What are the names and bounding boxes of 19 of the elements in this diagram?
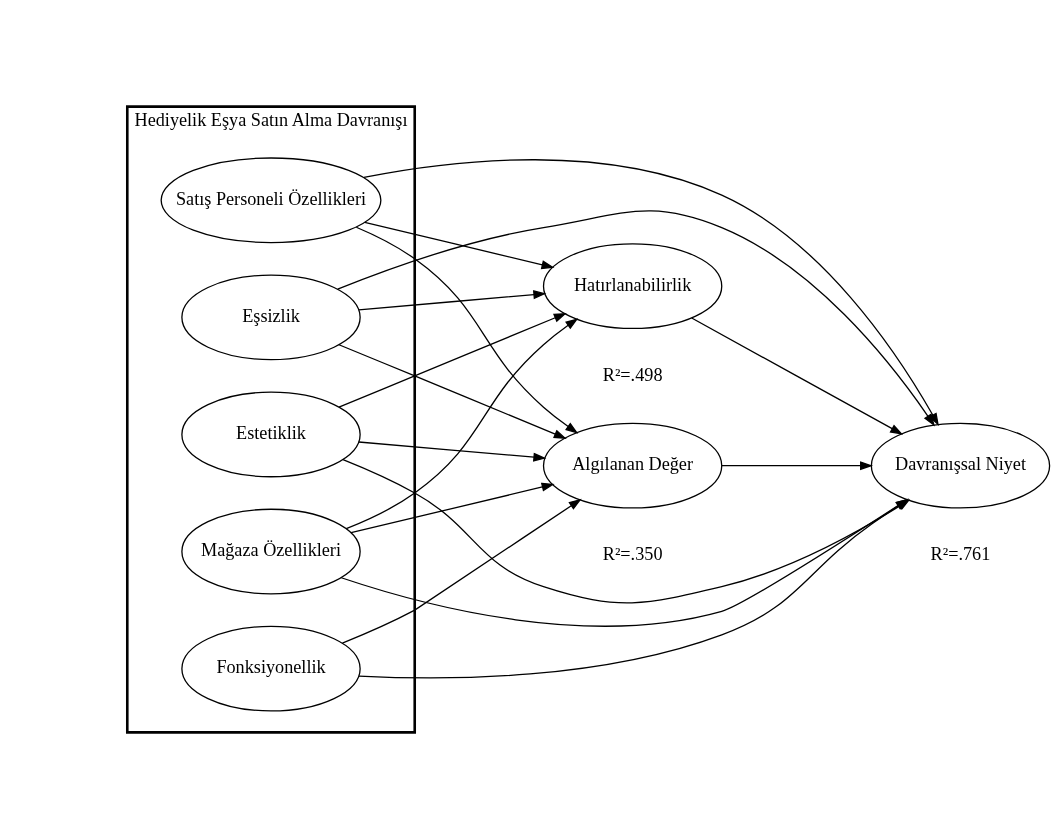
node-ellipse: Eşsizlik <box>181 274 361 361</box>
node-label: R²=.498 <box>602 364 663 385</box>
arrow <box>341 498 582 644</box>
arrow <box>345 318 579 530</box>
node-label: R²=.350 <box>602 544 663 565</box>
arrow <box>721 461 874 471</box>
node-ellipse: Estetiklik <box>181 391 361 478</box>
arrow <box>358 290 547 311</box>
arrow <box>355 226 579 434</box>
arrow <box>358 441 547 462</box>
arrow <box>691 317 904 435</box>
arrow <box>364 221 555 270</box>
arrow <box>350 482 555 534</box>
node-ellipse: Fonksiyonellik <box>181 625 361 712</box>
arrow <box>338 344 567 439</box>
node-label: R²=.761 <box>930 544 991 565</box>
arrow <box>338 312 567 408</box>
node-ellipse: Mağaza Özellikleri <box>181 508 361 595</box>
node-ellipse: Satış Personeli Özellikleri <box>160 157 382 244</box>
